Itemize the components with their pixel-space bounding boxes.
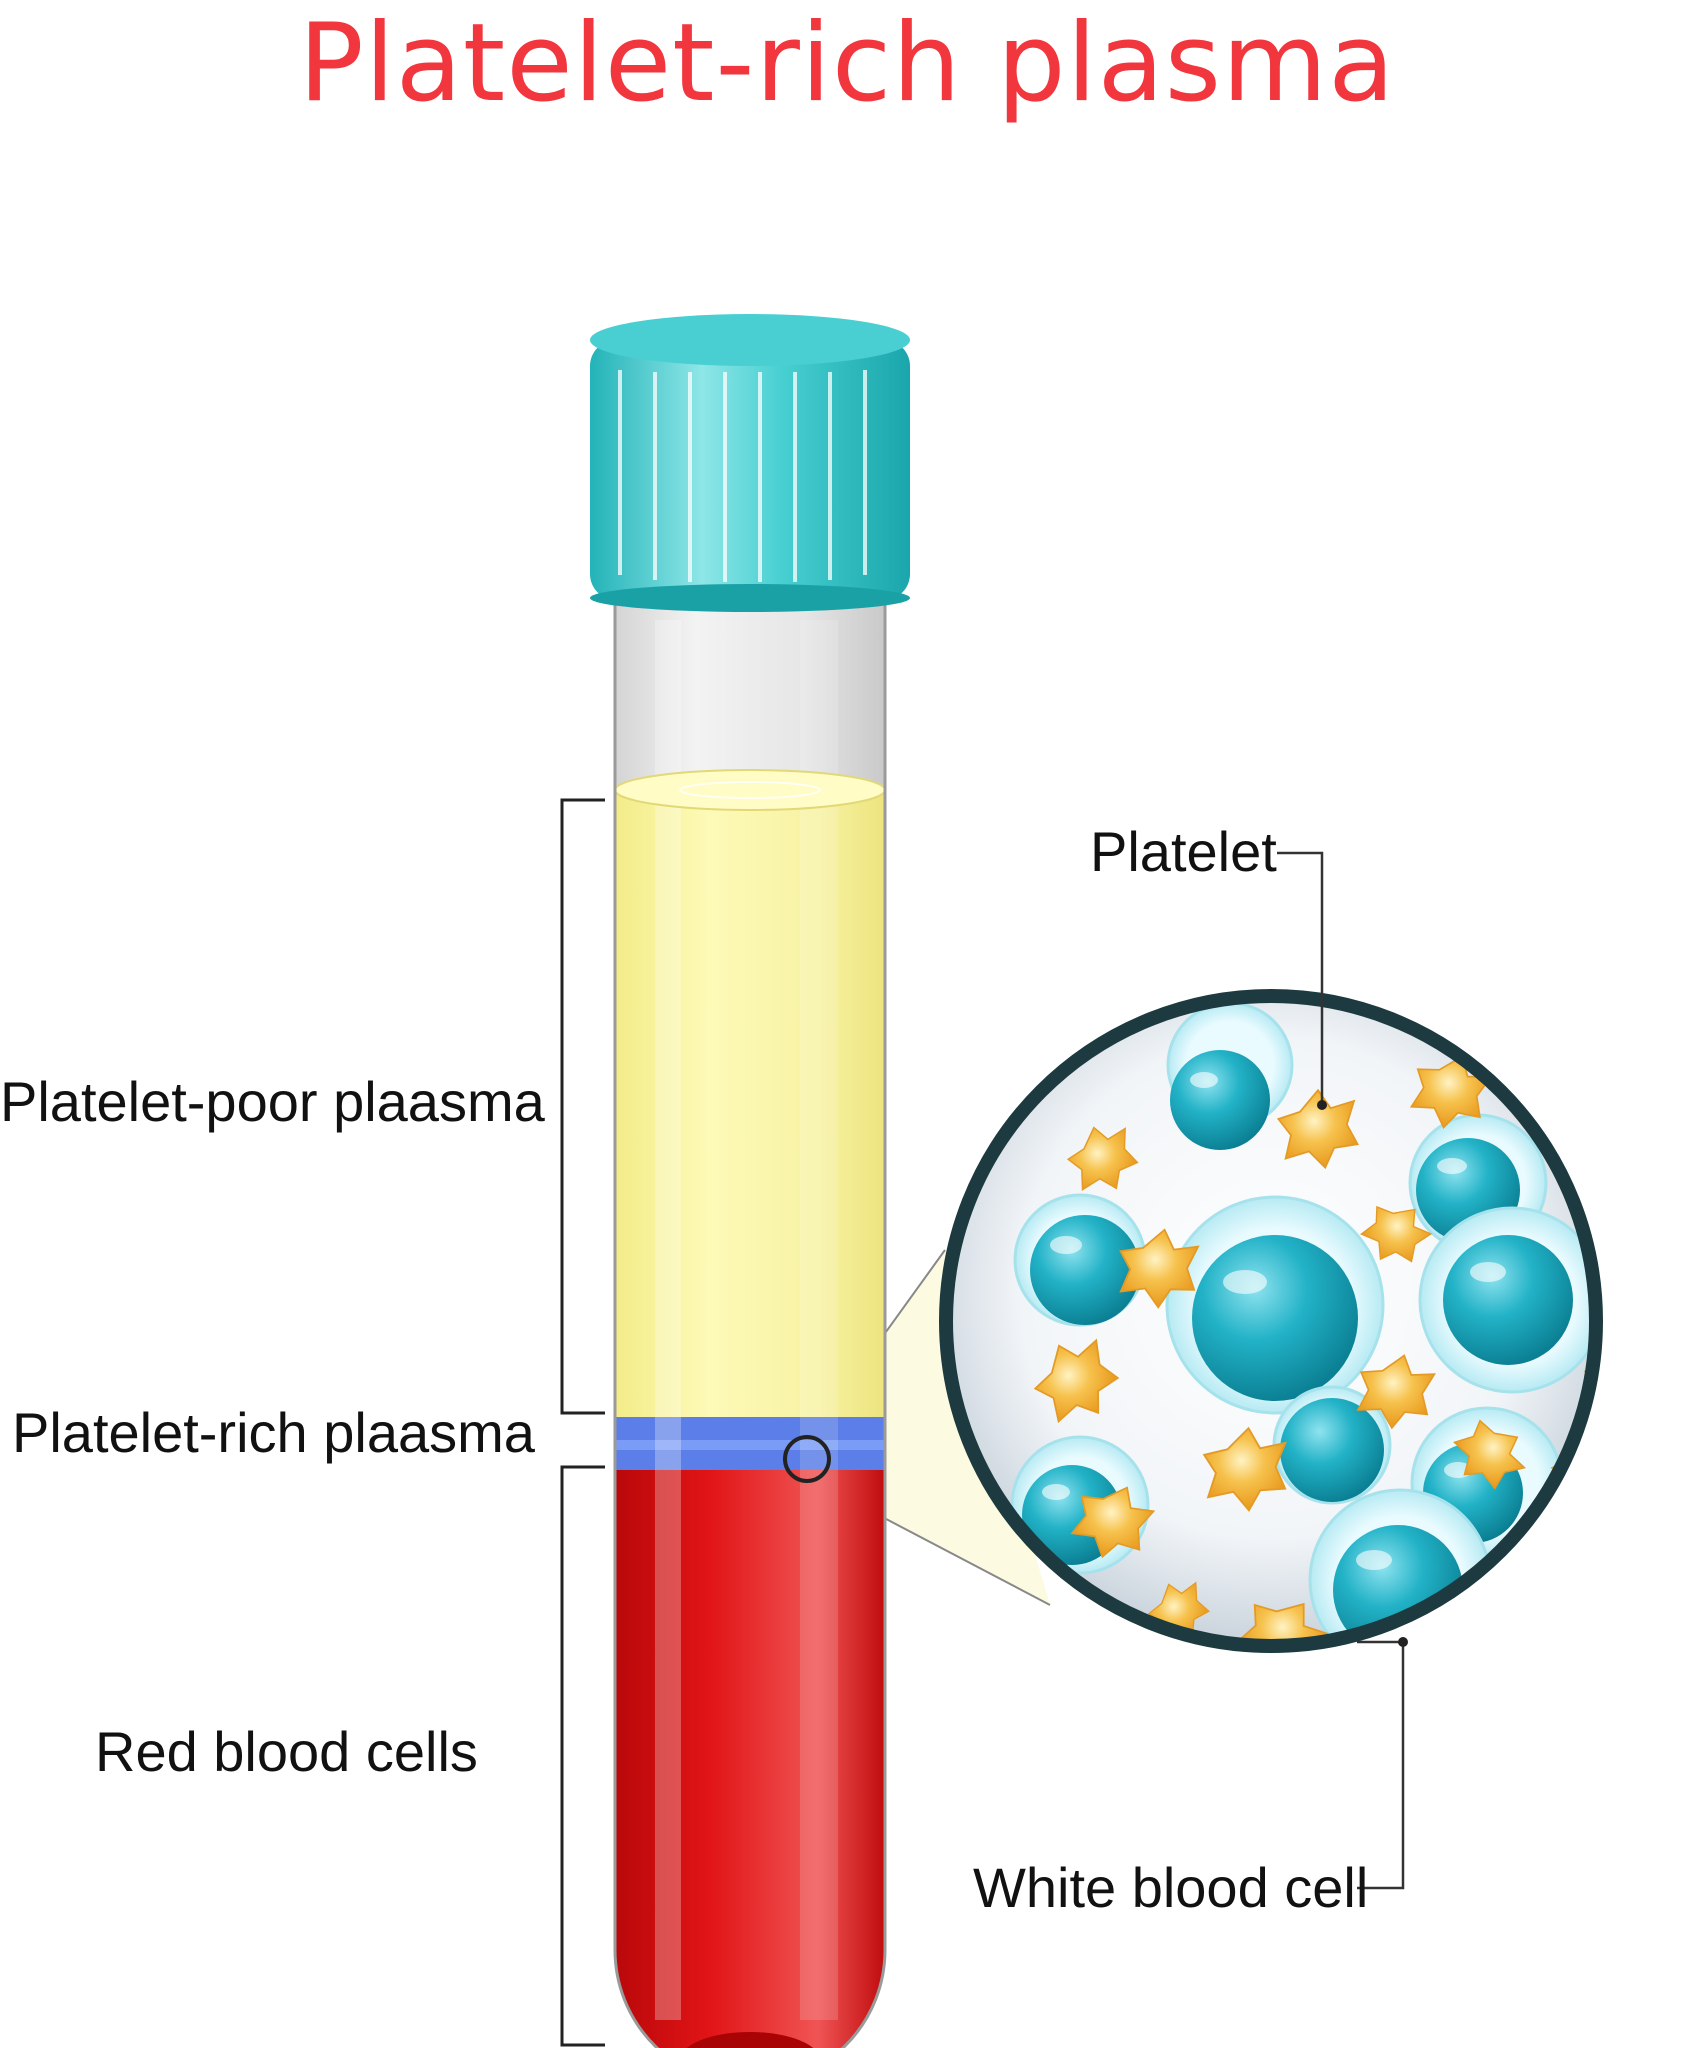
page-title: Platelet-rich plasma bbox=[298, 1, 1396, 126]
white-blood-cell bbox=[1272, 1385, 1392, 1505]
label-platelet-rich-plasma: Platelet-rich plaasma bbox=[12, 1401, 535, 1464]
leader-line-white-blood-cell bbox=[1357, 1640, 1405, 1890]
platelet-shape bbox=[1276, 1088, 1360, 1170]
label-platelet-poor-plasma: Platelet-poor plaasma bbox=[0, 1070, 545, 1133]
red-blood-cell-layer bbox=[615, 1470, 885, 2048]
platelet-shape bbox=[1236, 1602, 1329, 1646]
platelet-shape bbox=[1356, 1354, 1437, 1430]
white-blood-cell bbox=[1166, 1001, 1294, 1150]
bracket-platelet-poor bbox=[560, 798, 605, 1415]
platelet-shape bbox=[1452, 1419, 1527, 1490]
test-tube bbox=[613, 595, 887, 2048]
magnifier-ring bbox=[939, 989, 1603, 1653]
platelet-shape bbox=[1070, 1486, 1156, 1559]
magnified-view bbox=[939, 989, 1603, 1653]
leader-line-platelet bbox=[1277, 851, 1324, 1105]
bracket-red-blood-cells bbox=[560, 1465, 605, 2047]
sample-marker-circle bbox=[783, 1435, 831, 1483]
zoom-cone bbox=[808, 1250, 1050, 1605]
platelet-shape bbox=[1066, 1126, 1139, 1191]
white-blood-cell bbox=[1013, 1193, 1147, 1327]
tube-cap bbox=[590, 314, 910, 612]
white-blood-cell bbox=[1165, 1195, 1385, 1415]
label-platelet: Platelet bbox=[1090, 820, 1277, 883]
label-red-blood-cells: Red blood cells bbox=[95, 1720, 478, 1783]
platelet-shape bbox=[1119, 1228, 1200, 1309]
platelet-shape bbox=[1202, 1426, 1287, 1512]
platelet-shape bbox=[1033, 1338, 1120, 1424]
label-white-blood-cell: White blood cell bbox=[973, 1856, 1369, 1919]
plasma-layer bbox=[615, 785, 885, 1417]
platelet-shape bbox=[1583, 1328, 1596, 1397]
platelet-shape bbox=[1360, 1205, 1433, 1263]
white-blood-cell bbox=[1418, 1206, 1596, 1394]
